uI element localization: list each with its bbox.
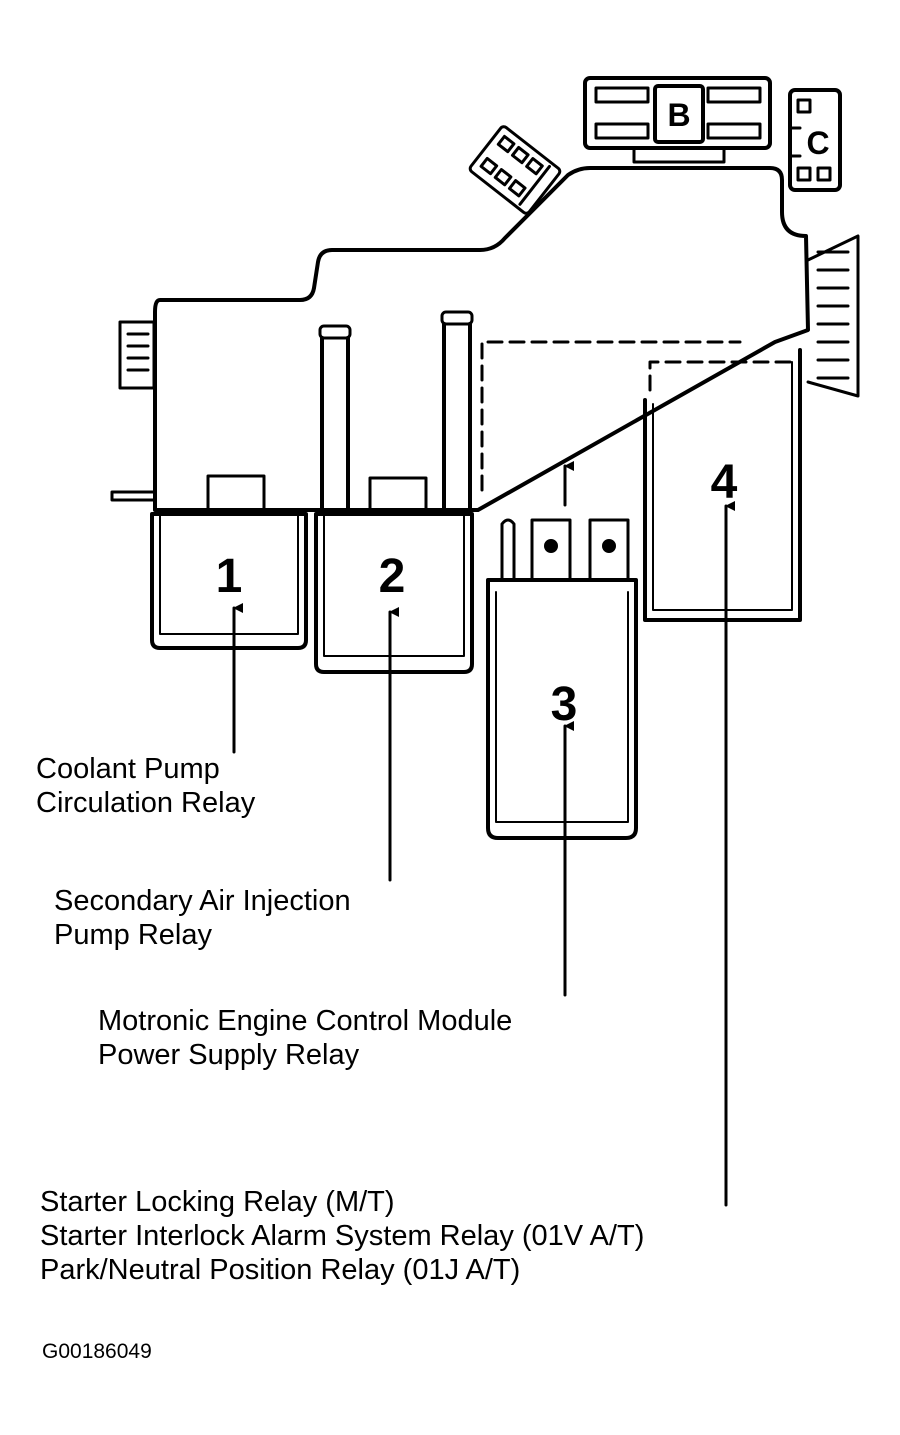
hidden-outline [480, 340, 742, 492]
relay-2-label-line: Pump Relay [54, 919, 212, 951]
left-mounting-clip [110, 320, 157, 502]
relay-4-label-line: Park/Neutral Position Relay (01J A/T) [40, 1254, 521, 1286]
relay-4-label: Starter Locking Relay (M/T) Starter Inte… [40, 1185, 644, 1287]
relay-2-number: 2 [379, 550, 406, 603]
relay-4 [643, 348, 802, 622]
connector-b-letter: B [667, 97, 690, 133]
figure-code: G00186049 [42, 1340, 152, 1363]
relay-1-number: 1 [216, 550, 243, 603]
relay-4-number: 4 [711, 456, 738, 509]
relay-1-label: Coolant Pump Circulation Relay [36, 752, 255, 820]
relay-2-label: Secondary Air Injection Pump Relay [54, 884, 351, 952]
connector-c-letter: C [806, 125, 829, 161]
hidden-outline [648, 360, 792, 392]
relay-4-label-line: Starter Locking Relay (M/T) [40, 1186, 395, 1218]
relay-4-label-line: Starter Interlock Alarm System Relay (01… [40, 1220, 645, 1252]
relay-1 [150, 474, 308, 650]
relay-3-label-line: Power Supply Relay [98, 1039, 360, 1071]
relay-3-number: 3 [551, 678, 578, 731]
right-mounting-clip [806, 234, 860, 398]
relay-3-label: Motronic Engine Control Module Power Sup… [98, 1004, 512, 1072]
connector-b [583, 76, 772, 164]
relay-2-label-line: Secondary Air Injection [54, 885, 351, 917]
relay-1-label-line: Coolant Pump [36, 753, 220, 785]
relay-3-label-line: Motronic Engine Control Module [98, 1005, 513, 1037]
relay-1-label-line: Circulation Relay [36, 787, 256, 819]
angled-connector [468, 125, 562, 215]
relay-3 [486, 518, 638, 840]
connector-c [788, 88, 842, 192]
relay-carrier-housing [153, 166, 810, 512]
relay-2 [314, 310, 474, 674]
